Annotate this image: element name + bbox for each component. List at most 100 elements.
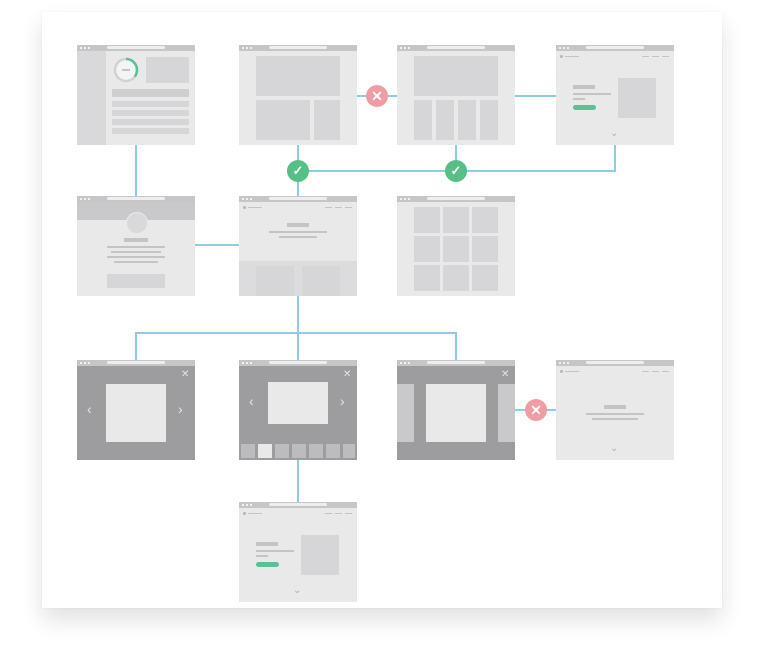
headline <box>573 85 595 89</box>
browser-bar <box>77 360 195 366</box>
connector <box>614 145 616 171</box>
text-line <box>592 418 638 420</box>
headline <box>256 542 278 546</box>
browser-bar <box>239 45 357 51</box>
wireframe-lightbox-arrows: ✕ ‹ › <box>77 360 195 460</box>
text-line <box>256 555 268 557</box>
browser-bar <box>239 502 357 508</box>
brand-text <box>248 513 262 514</box>
nav-item <box>662 56 669 57</box>
grid-tile <box>414 236 440 262</box>
browser-bar <box>397 360 515 366</box>
browser-bar <box>239 360 357 366</box>
thumbnail <box>292 444 306 458</box>
text-line <box>279 236 317 238</box>
text-line <box>107 256 165 258</box>
nav-item <box>335 207 342 208</box>
hero-block <box>414 56 498 96</box>
nav-item <box>325 207 332 208</box>
text-line <box>107 246 165 248</box>
browser-bar <box>556 360 674 366</box>
nav-item <box>345 207 352 208</box>
nav-item <box>325 513 332 514</box>
scroll-chevron-icon: ⌄ <box>610 443 619 454</box>
text-line <box>111 251 161 253</box>
cta-button <box>256 562 279 567</box>
scroll-chevron-icon: ⌄ <box>293 585 302 596</box>
arrow-left-icon: ‹ <box>249 393 254 409</box>
hero-block <box>256 56 340 96</box>
connector <box>455 332 457 360</box>
wireframe-layout-four-column <box>397 45 515 145</box>
wireframe-landing-page: ⌄ <box>556 45 674 145</box>
table-row <box>112 110 189 116</box>
wireframe-landing-page-bottom: ⌄ <box>239 502 357 602</box>
approve-icon: ✓ <box>445 160 467 182</box>
action-block <box>107 274 165 288</box>
wireframe-home-page <box>239 196 357 296</box>
summary-tile <box>146 57 189 83</box>
thumbnail <box>309 444 323 458</box>
wireframe-grid <box>397 196 515 296</box>
grid-tile <box>414 265 440 291</box>
thumbnail-selected <box>258 444 272 458</box>
arrow-right-icon: › <box>340 393 345 409</box>
column-block <box>480 100 498 140</box>
grid-tile <box>443 236 469 262</box>
logo-placeholder <box>560 55 563 58</box>
cover-banner <box>77 202 195 220</box>
profile-name <box>124 238 148 242</box>
logo-placeholder <box>560 370 563 373</box>
text-line <box>573 98 585 100</box>
thumbnail <box>343 444 355 458</box>
cta-button <box>573 105 596 110</box>
table-row <box>112 101 189 107</box>
nav-item <box>642 56 649 57</box>
browser-bar <box>239 196 357 202</box>
wireframe-dashboard <box>77 45 195 145</box>
headline <box>287 223 309 227</box>
approve-icon: ✓ <box>287 160 309 182</box>
grid-tile <box>472 265 498 291</box>
grid-tile <box>472 236 498 262</box>
connector <box>135 332 137 360</box>
connector <box>297 296 299 360</box>
image-frame <box>268 382 328 424</box>
table-header <box>112 89 189 97</box>
logo-placeholder <box>243 512 246 515</box>
browser-bar <box>77 196 195 202</box>
wireframe-layout-three-block <box>239 45 357 145</box>
arrow-right-icon: › <box>178 401 183 417</box>
connector <box>455 145 457 171</box>
nav-item <box>652 56 659 57</box>
wireframe-lightbox-thumbnails: ✕ ‹ › <box>239 360 357 460</box>
browser-bar <box>397 45 515 51</box>
brand-text <box>565 56 579 57</box>
image-placeholder <box>301 535 339 575</box>
close-icon: ✕ <box>181 369 190 380</box>
connector <box>195 244 239 246</box>
logo-placeholder <box>243 206 246 209</box>
nav-item <box>652 371 659 372</box>
grid-tile <box>443 265 469 291</box>
close-icon: ✕ <box>501 369 510 380</box>
nav-item <box>642 371 649 372</box>
thumbnail <box>241 444 255 458</box>
side-preview <box>498 384 515 442</box>
thumbnail <box>275 444 289 458</box>
browser-bar <box>556 45 674 51</box>
card-block <box>256 266 294 296</box>
image-frame <box>426 384 486 442</box>
table-row <box>112 119 189 125</box>
grid-tile <box>443 207 469 233</box>
arrow-left-icon: ‹ <box>87 401 92 417</box>
content-block <box>314 100 340 140</box>
text-line <box>114 261 158 263</box>
nav-item <box>345 513 352 514</box>
image-placeholder <box>618 78 656 118</box>
connector <box>297 460 299 502</box>
brand-text <box>248 207 262 208</box>
column-block <box>414 100 432 140</box>
reject-icon: ✕ <box>525 399 547 421</box>
table-row <box>112 128 189 134</box>
